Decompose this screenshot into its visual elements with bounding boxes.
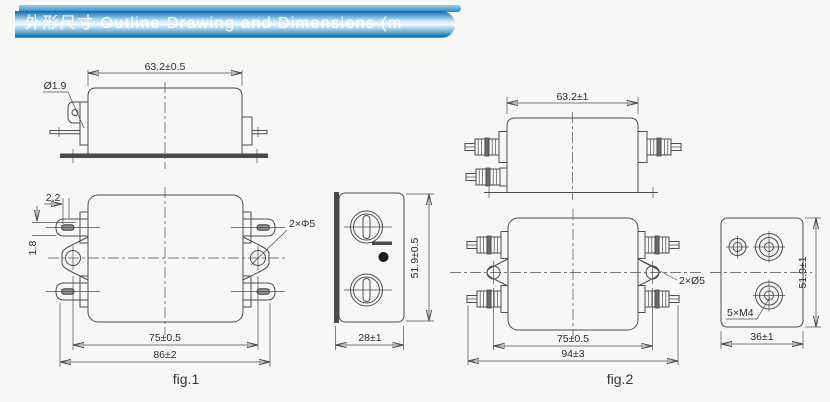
banner-top-stripe (19, 5, 461, 12)
fig1-depth-dimension: 28±1 (358, 332, 381, 344)
section-title: 外形尺寸 Outline Drawing and Dimensions (m (25, 15, 403, 32)
fig2-depth-dimension: 36±1 (750, 331, 773, 343)
fig2-hole-pitch-dimension: 75±0.5 (557, 333, 589, 345)
fig2-overall-width-dimension: 94±3 (561, 348, 584, 360)
fig1-top-view-drawing: 2.2 1.8 2×Φ5 75±0.5 86±2 fig.1 (27, 187, 315, 387)
fig1-pin-diameter-label: Ø1.9 (44, 80, 67, 92)
fig1-filter-body-top (87, 194, 244, 323)
fig1-terminal-width-dimension: 2.2 (46, 192, 61, 204)
fig1-mounting-holes-label: 2×Φ5 (289, 218, 315, 230)
fig1-end-view-drawing: 51.9±0.5 28±1 (334, 192, 434, 350)
fig2-caption: fig.2 (607, 371, 634, 387)
fig1-plate-edge (334, 192, 339, 323)
fig2-thread-label: 5×M4 (727, 307, 754, 319)
fig1-ground-dot (378, 252, 389, 262)
fig2-mounting-holes-label: 2×Ø5 (679, 275, 705, 287)
fig2-height-dimension: 51.9±1 (797, 256, 809, 288)
section-header-banner: 外形尺寸 Outline Drawing and Dimensions (m (15, 5, 461, 38)
fig1-overall-width-dimension: 86±2 (153, 349, 176, 361)
fig1-filter-body-end (338, 192, 405, 323)
fig2-top-view-drawing: 2×Ø5 75±0.5 94±3 fig.2 (450, 209, 705, 387)
banner-bar: 外形尺寸 Outline Drawing and Dimensions (m (15, 11, 455, 38)
fig1-side-view-drawing: 63.2±0.5 Ø1.9 (43, 61, 268, 169)
fig2-body-width-dimension: 63.2±1 (556, 91, 588, 103)
fig1-caption: fig.1 (173, 371, 200, 387)
fig1-body-width-dimension: 63.2±0.5 (145, 61, 186, 73)
fig1-terminal-thickness-dimension: 1.8 (27, 241, 39, 256)
fig1-height-dimension: 51.9±0.5 (409, 237, 421, 278)
fig1-hole-pitch-dimension: 75±0.5 (149, 332, 181, 344)
fig1-mounting-plate-side (60, 153, 268, 158)
fig2-filter-body-top (507, 217, 639, 331)
fig2-side-view-drawing: 63.2±1 (464, 91, 682, 200)
fig2-end-view-drawing: 5×M4 51.9±1 36±1 (710, 217, 821, 349)
